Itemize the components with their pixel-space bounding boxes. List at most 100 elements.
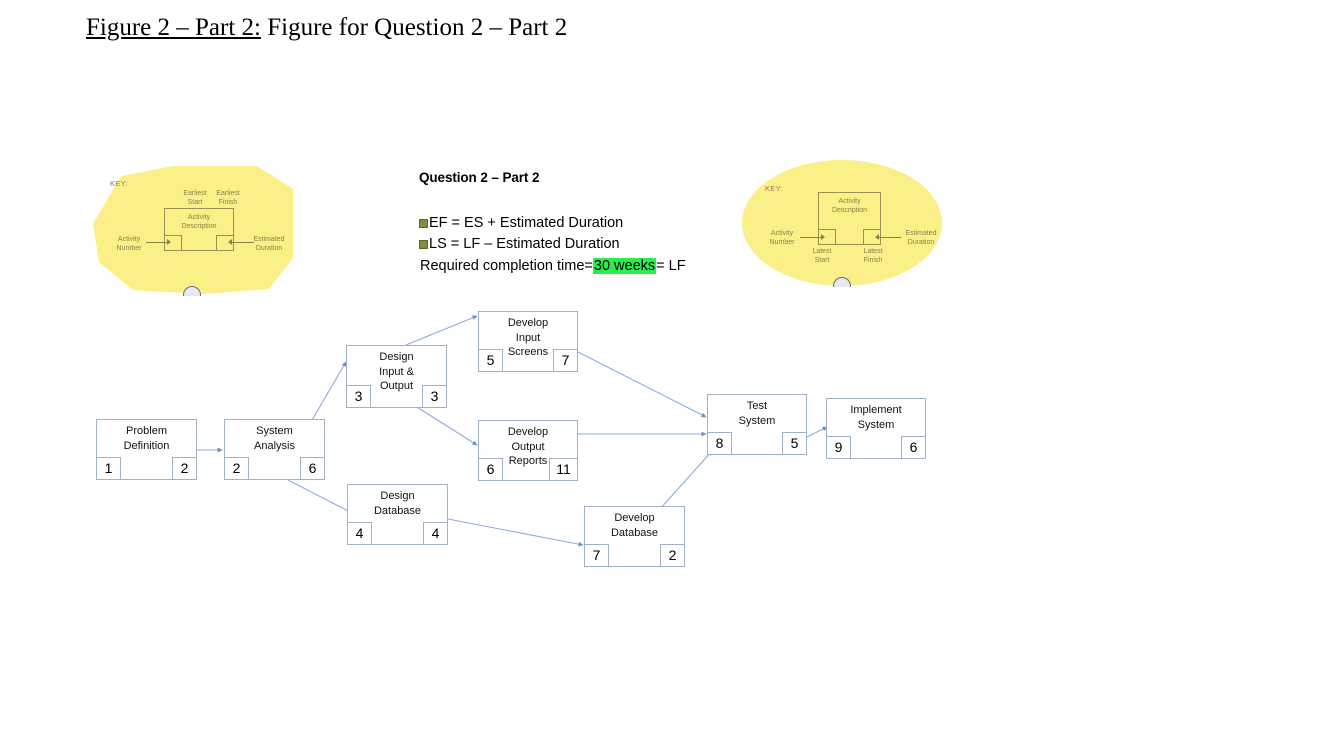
node-develop-input-screens[interactable]: Develop Input Screens 5 7 xyxy=(478,311,578,372)
node-test-system-right-value: 5 xyxy=(782,432,807,455)
key-left-duration-connector xyxy=(232,242,254,243)
key-right-dur-line2: Duration xyxy=(907,238,935,246)
node-system-analysis-title: System Analysis xyxy=(225,424,324,453)
required-suffix: = LF xyxy=(656,258,686,274)
key-left-activity-number-label: Activity Number xyxy=(108,236,150,253)
node-design-database-left-value: 4 xyxy=(347,522,372,545)
node-implement-system[interactable]: Implement System 9 6 xyxy=(826,398,926,459)
node-develop-output-reports-right-value: 11 xyxy=(549,458,578,481)
key-left-activity-number-arrow-icon xyxy=(167,239,171,245)
node-develop-database[interactable]: Develop Database 7 2 xyxy=(584,506,685,567)
node-title-line: Develop xyxy=(507,317,549,329)
figure-caption: Figure 2 – Part 2: Figure for Question 2… xyxy=(86,12,567,44)
node-title-line: Design xyxy=(379,351,414,363)
key-left-activity-box xyxy=(164,208,234,251)
formula-ls-text: LS = LF – Estimated Duration xyxy=(429,236,620,252)
required-completion-row: Required completion time=30 weeks= LF xyxy=(420,256,719,277)
node-design-database[interactable]: Design Database 4 4 xyxy=(347,484,448,545)
node-design-input-output[interactable]: Design Input & Output 3 3 xyxy=(346,345,447,408)
key-left-title: KEY: xyxy=(110,179,128,188)
node-title-line: Database xyxy=(373,504,422,517)
figure-caption-label: Figure 2 – Part 2: xyxy=(86,14,261,41)
node-design-input-output-left-value: 3 xyxy=(346,385,371,408)
key-right-activity-number-label: Activity Number xyxy=(760,230,804,247)
key-right-duration-arrow-icon xyxy=(875,234,879,240)
key-right-lf-line1: Latest xyxy=(863,248,883,255)
key-left-desc-line1: Activity xyxy=(187,214,211,221)
key-right-desc-line2: Description xyxy=(831,206,867,214)
node-problem-definition-left-value: 1 xyxy=(96,457,121,480)
key-right-activity-box xyxy=(818,192,881,245)
key-right-latest-start-label: Latest Start xyxy=(799,248,845,265)
key-left-desc-line2: Description xyxy=(181,222,217,230)
key-left-ef-line2: Finish xyxy=(218,198,238,206)
key-right-activity-description-label: Activity Description xyxy=(818,198,881,215)
node-title-line: Test xyxy=(746,400,768,412)
node-title-line: Output xyxy=(511,440,545,453)
node-develop-database-left-value: 7 xyxy=(584,544,609,567)
key-left-duration-label: Estimated Duration xyxy=(245,236,293,253)
node-develop-database-title: Develop Database xyxy=(585,511,684,540)
key-right-desc-line1: Activity xyxy=(838,198,861,205)
required-completion-value: 30 weeks xyxy=(592,258,657,274)
node-implement-system-right-value: 6 xyxy=(901,436,926,459)
node-system-analysis-right-value: 6 xyxy=(300,457,325,480)
key-right-latest-finish-label: Latest Finish xyxy=(850,248,896,265)
edge-system-analysis-to-design-database xyxy=(287,479,355,515)
node-design-database-right-value: 4 xyxy=(423,522,448,545)
edge-test-system-to-implement-system xyxy=(806,426,828,438)
key-right-lf-line2: Finish xyxy=(863,256,883,264)
edge-design-database-to-develop-database xyxy=(447,518,584,547)
edge-system-analysis-to-design-input-output xyxy=(311,361,347,421)
node-problem-definition[interactable]: Problem Definition 1 2 xyxy=(96,419,197,480)
key-right-num-line2: Number xyxy=(769,238,795,246)
key-right-shape xyxy=(742,160,942,286)
node-title-line: Problem xyxy=(126,425,167,437)
key-right-activity-number-connector xyxy=(800,237,822,238)
node-title-line: Analysis xyxy=(254,439,295,452)
node-problem-definition-right-value: 2 xyxy=(172,457,197,480)
key-left-earliest-start-label: Earliest Start xyxy=(167,190,223,207)
node-develop-database-right-value: 2 xyxy=(660,544,685,567)
key-left-num-line1: Activity xyxy=(117,236,141,243)
node-title-line: Implement xyxy=(850,404,902,416)
figure-caption-text: Figure for Question 2 – Part 2 xyxy=(261,14,568,41)
key-left-activity-number-connector xyxy=(146,242,168,243)
node-test-system[interactable]: Test System 8 5 xyxy=(707,394,807,455)
key-left-es-line1: Earliest xyxy=(183,190,207,197)
key-left-duration-arrow-icon xyxy=(228,239,232,245)
required-prefix: Required completion time= xyxy=(420,258,593,274)
edge-design-input-output-to-develop-output-reports xyxy=(411,403,478,446)
node-implement-system-left-value: 9 xyxy=(826,436,851,459)
node-test-system-title: Test System xyxy=(708,399,806,428)
node-title-line: Database xyxy=(610,526,659,539)
edge-develop-database-to-test-system xyxy=(659,450,713,510)
node-develop-input-screens-right-value: 7 xyxy=(553,349,578,372)
bullet-square-icon xyxy=(419,219,428,228)
key-left-num-line2: Number xyxy=(116,244,142,252)
node-title-line: Develop xyxy=(507,426,549,438)
key-left-start-cell xyxy=(164,235,182,251)
key-right-dur-line1: Estimated xyxy=(905,230,937,237)
node-design-database-title: Design Database xyxy=(348,489,447,518)
key-left-earliest-finish-label: Earliest Finish xyxy=(200,190,256,207)
node-develop-output-reports[interactable]: Develop Output Reports 6 11 xyxy=(478,420,578,481)
key-right-ls-line2: Start xyxy=(814,256,830,264)
node-design-input-output-right-value: 3 xyxy=(422,385,447,408)
node-develop-output-reports-left-value: 6 xyxy=(478,458,503,481)
key-right-title: KEY: xyxy=(765,184,783,193)
node-problem-definition-title: Problem Definition xyxy=(97,424,196,453)
key-left-es-line2: Start xyxy=(187,198,203,206)
formula-ef-text: EF = ES + Estimated Duration xyxy=(429,215,624,231)
node-system-analysis[interactable]: System Analysis 2 6 xyxy=(224,419,325,480)
key-left-dur-line1: Estimated xyxy=(253,236,285,243)
question-block: Question 2 – Part 2 EF = ES + Estimated … xyxy=(419,170,719,277)
formula-ef-row: EF = ES + Estimated Duration xyxy=(419,213,719,234)
key-right-num-line1: Activity xyxy=(770,230,794,237)
bullet-square-icon xyxy=(419,240,428,249)
edge-develop-input-screens-to-test-system xyxy=(577,351,707,418)
formula-ls-row: LS = LF – Estimated Duration xyxy=(419,234,719,255)
node-develop-input-screens-left-value: 5 xyxy=(478,349,503,372)
node-title-line: System xyxy=(256,425,293,437)
